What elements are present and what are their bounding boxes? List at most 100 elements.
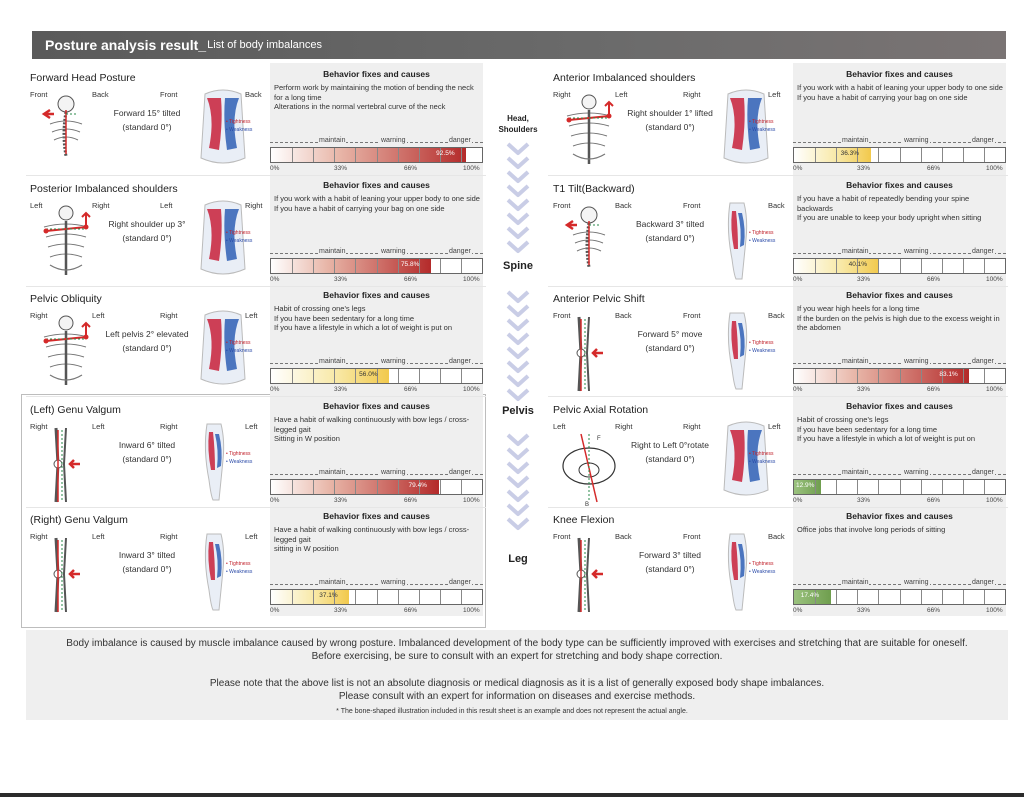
skeleton-illustration (36, 205, 96, 292)
tick-label: 66% (404, 607, 418, 614)
muscle-illustration (718, 530, 758, 617)
row-separator (26, 286, 486, 287)
bar-segment-divider (334, 590, 335, 604)
bar-segment-divider (963, 148, 964, 162)
tick-label: 33% (857, 497, 871, 504)
tick-label: 100% (986, 276, 1003, 283)
muscle-legend: • Tightness • Weakness (226, 118, 252, 134)
row-separator (548, 396, 1008, 397)
bar-segment-divider (440, 259, 441, 273)
bar-segment-divider (921, 259, 922, 273)
direction-label: Front (553, 201, 571, 210)
weakness-legend: • Weakness (749, 459, 776, 465)
tick-label: 33% (857, 276, 871, 283)
tick-label: 0% (270, 165, 280, 172)
direction-label: Left (245, 311, 258, 320)
danger-label: danger (448, 358, 472, 365)
measurement-description: Forward 3° tilted (standard 0°) (639, 550, 701, 574)
severity-bar: maintain warning danger 75.8% 0% 33% 66%… (270, 248, 483, 288)
bar-segment-divider (878, 148, 879, 162)
warning-label: warning (380, 248, 407, 255)
warning-label: warning (380, 469, 407, 476)
bar-segment-divider (963, 590, 964, 604)
direction-label: Back (245, 90, 262, 99)
direction-label: Back (615, 201, 632, 210)
chevron-down-icon (505, 240, 531, 254)
muscle-illustration (195, 420, 235, 507)
bar-segment-divider (377, 259, 378, 273)
tick-label: 0% (793, 386, 803, 393)
bar-segment-divider (836, 480, 837, 494)
scale-labels: maintain warning danger (793, 137, 1006, 147)
bar-track: 36.3% (793, 147, 1006, 163)
behavior-title: Behavior fixes and causes (323, 401, 430, 411)
direction-label: Front (683, 532, 701, 541)
bar-segment-divider (419, 148, 420, 162)
imbalance-card: Forward Head Posture Front Back Front Ba… (30, 63, 485, 180)
direction-label: Back (768, 201, 785, 210)
tightness-legend: • Tightness (749, 451, 774, 457)
chevron-down-icon (505, 447, 531, 461)
bar-segment-divider (878, 259, 879, 273)
maintain-label: maintain (841, 137, 870, 144)
bar-value: 36.3% (840, 150, 860, 157)
bar-ticks: 0% 33% 66% 100% (270, 607, 483, 616)
chevron-down-icon (505, 142, 531, 156)
behavior-title: Behavior fixes and causes (323, 511, 430, 521)
direction-label: Left (92, 532, 105, 541)
tick-label: 66% (404, 497, 418, 504)
chevron-down-icon (505, 304, 531, 318)
direction-label: Back (615, 532, 632, 541)
scale-labels: maintain warning danger (270, 579, 483, 589)
chevron-down-icon (505, 388, 531, 402)
bottom-strip (0, 793, 1024, 797)
tick-label: 0% (793, 165, 803, 172)
skeleton-illustration (36, 536, 86, 623)
bar-track: 83.1% (793, 368, 1006, 384)
bar-ticks: 0% 33% 66% 100% (793, 497, 1006, 506)
row-separator (26, 175, 486, 176)
row-separator (548, 507, 1008, 508)
tick-label: 33% (334, 607, 348, 614)
bar-segment-divider (857, 369, 858, 383)
measurement-description: Right shoulder 1° lifted (standard 0°) (627, 108, 713, 132)
direction-label: Left (615, 90, 628, 99)
bar-segment-divider (878, 480, 879, 494)
row-separator (548, 175, 1008, 176)
region-label-spine: Spine (503, 260, 533, 272)
bar-segment-divider (334, 259, 335, 273)
bar-value: 40.1% (848, 261, 868, 268)
tick-label: 66% (927, 276, 941, 283)
bar-segment-divider (313, 590, 314, 604)
tick-label: 100% (986, 607, 1003, 614)
muscle-illustration (195, 199, 251, 286)
direction-label: Right (160, 311, 178, 320)
bar-value: 75.8% (400, 261, 420, 268)
diagram-front-label: F (597, 436, 601, 442)
skeleton-illustration (559, 205, 619, 292)
bar-segment-divider (292, 590, 293, 604)
measurement-description: Backward 3° tilted (standard 0°) (635, 219, 705, 243)
skeleton-illustration (36, 426, 86, 513)
behavior-title: Behavior fixes and causes (846, 511, 953, 521)
chevron-down-icon (505, 374, 531, 388)
measurement-description: Forward 15° tilted (standard 0°) (113, 108, 181, 132)
bar-segment-divider (440, 369, 441, 383)
behavior-text: Have a habit of walking continuously wit… (274, 525, 470, 554)
direction-label: Left (92, 311, 105, 320)
direction-label: Left (92, 422, 105, 431)
direction-label: Back (92, 90, 109, 99)
behavior-text: If you work with a habit of leaning your… (797, 83, 1003, 102)
muscle-illustration (718, 420, 774, 507)
bar-segment-divider (836, 259, 837, 273)
bar-segment-divider (313, 259, 314, 273)
severity-bar: maintain warning danger 92.5% 0% 33% 66%… (270, 137, 483, 177)
region-label-pelvis: Pelvis (502, 405, 534, 417)
chevron-down-icon (505, 156, 531, 170)
bar-segment-divider (461, 148, 462, 162)
measurement-description: Right shoulder up 3° (standard 0°) (108, 219, 186, 243)
scale-labels: maintain warning danger (270, 248, 483, 258)
muscle-illustration (718, 309, 758, 396)
tick-label: 0% (270, 386, 280, 393)
tightness-legend: • Tightness (226, 561, 251, 567)
